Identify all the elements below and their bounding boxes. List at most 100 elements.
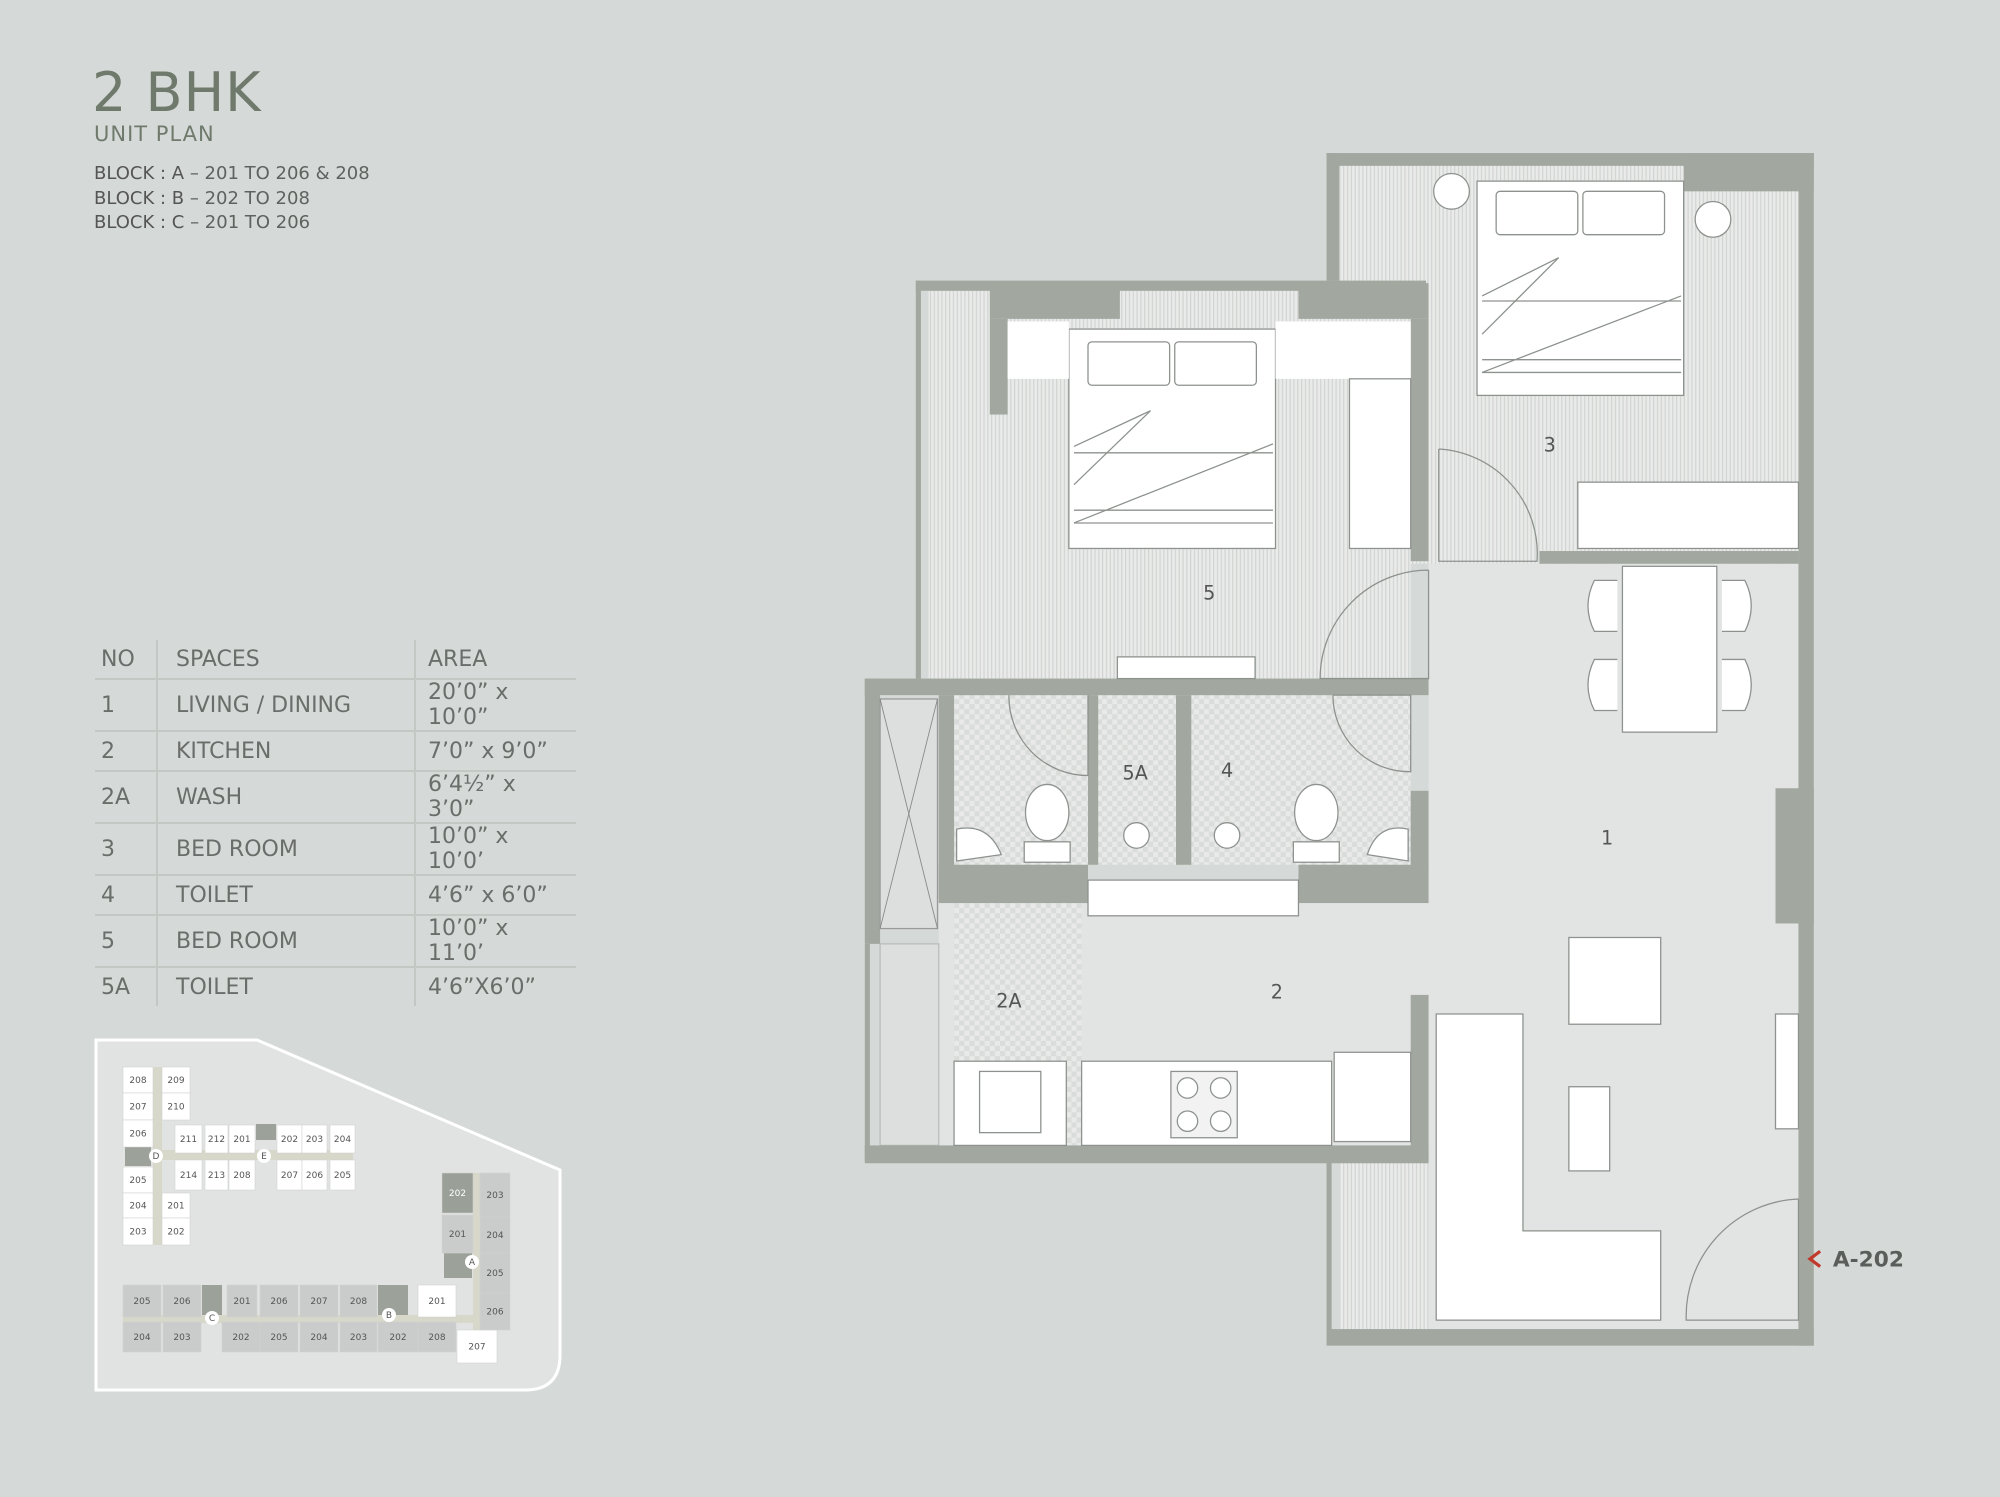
room-label-3: 3 [1544, 434, 1556, 457]
key-plan-unit-label: 206 [129, 1130, 146, 1140]
block-line-c: BLOCK : C – 201 TO 206 [94, 211, 370, 236]
key-plan-unit-label: 204 [334, 1135, 351, 1145]
key-plan-unit: 207 [456, 1329, 498, 1364]
key-plan-unit-shape [377, 1321, 419, 1353]
key-plan-unit-shape [329, 1159, 356, 1191]
key-plan-unit-shape [259, 1321, 299, 1353]
chair [1587, 658, 1618, 712]
tv [1774, 1013, 1800, 1130]
key-plan-unit-shape [301, 1159, 328, 1191]
key-plan-unit-label: 206 [173, 1297, 190, 1307]
core-label: C [209, 1314, 215, 1324]
pillow [1582, 190, 1666, 236]
block-units: – 201 TO 206 & 208 [184, 163, 370, 184]
key-plan-unit-label: 212 [208, 1135, 225, 1145]
key-plan-unit: 205 [259, 1321, 299, 1353]
cell-no: 5A [95, 967, 158, 1006]
key-plan-unit: 201 [226, 1284, 258, 1318]
key-plan-unit-label: 201 [233, 1297, 250, 1307]
key-plan-unit-label: 207 [468, 1343, 485, 1353]
desk [1577, 481, 1800, 550]
key-plan-unit-label: 208 [233, 1171, 250, 1181]
key-plan-unit: 207 [299, 1284, 339, 1318]
key-plan-unit-label: 205 [334, 1171, 351, 1181]
key-plan-unit-label: 205 [270, 1333, 287, 1343]
key-plan-unit-shape [161, 1066, 191, 1094]
key-plan-unit: 204 [329, 1124, 356, 1154]
unit-marker-label: A-202 [1833, 1248, 1904, 1273]
cell-area: 6’4½” x 3’0” [415, 771, 576, 824]
basin [1213, 822, 1241, 849]
key-plan-unit: 204 [122, 1192, 154, 1219]
key-plan-unit: 202 [276, 1124, 303, 1154]
block-line-b: BLOCK : B – 202 TO 208 [94, 187, 370, 212]
key-plan-unit-shape [204, 1124, 229, 1154]
key-plan-unit: 211 [174, 1124, 203, 1154]
key-plan-unit-shape [174, 1124, 203, 1154]
cell-space: TOILET [157, 967, 416, 1006]
pillow [1174, 341, 1258, 386]
key-plan-unit-label: 203 [486, 1191, 503, 1201]
cell-no: 1 [95, 679, 158, 732]
table-header-row: NO SPACES AREA [95, 640, 576, 680]
key-plan-unit: 208 [228, 1159, 256, 1191]
cell-no: 5 [95, 915, 158, 968]
key-plan-unit: 205 [122, 1284, 162, 1318]
header-no: NO [95, 640, 158, 680]
chair [1721, 579, 1752, 633]
armchair [1568, 936, 1662, 1025]
key-plan-unit-label: 204 [486, 1231, 503, 1241]
key-plan-unit: 207 [276, 1159, 303, 1191]
key-plan-unit: 205 [122, 1166, 154, 1194]
block-name: BLOCK : A [94, 163, 185, 184]
room-label-4: 4 [1221, 759, 1233, 782]
key-plan-unit-shape [479, 1216, 511, 1254]
cell-space: BED ROOM [157, 915, 416, 968]
key-plan-unit: 202 [441, 1172, 474, 1214]
floor-plan: 5 3 5A 4 1 2 2A A-202 [864, 153, 1904, 1346]
chevron-left-icon [1807, 1249, 1822, 1268]
core-marker [205, 1311, 219, 1325]
shaft-duct [879, 698, 939, 930]
key-plan-unit: 207 [122, 1092, 154, 1121]
key-plan-unit-label: 202 [281, 1135, 298, 1145]
key-plan-unit: 210 [161, 1092, 191, 1121]
key-plan-unit: 208 [339, 1284, 378, 1318]
key-plan-unit-shape [122, 1217, 154, 1246]
block-name: BLOCK : B [94, 187, 185, 209]
key-plan-unit: 203 [339, 1321, 378, 1353]
key-plan-unit-shape [228, 1124, 256, 1154]
core-marker [257, 1149, 271, 1163]
key-plan-unit-shape [417, 1284, 457, 1318]
core-label: E [261, 1152, 267, 1162]
block-units: – 202 TO 208 [184, 187, 310, 209]
key-plan-unit-label: 202 [389, 1333, 406, 1343]
key-plan-unit: 203 [479, 1172, 511, 1218]
core-label: D [153, 1152, 160, 1162]
key-plan-unit-label: 204 [129, 1202, 146, 1212]
key-plan-unit-shape [301, 1124, 328, 1154]
room-label-1: 1 [1601, 826, 1613, 849]
key-plan-unit-label: 203 [306, 1135, 323, 1145]
cell-space: LIVING / DINING [157, 679, 416, 732]
key-plan-unit-shape [122, 1092, 154, 1121]
key-plan-unit-shape [259, 1284, 299, 1318]
cell-no: 2 [95, 731, 158, 772]
corner-basin [1366, 827, 1409, 862]
key-plan-unit: 203 [162, 1321, 202, 1353]
key-plan-unit-label: 208 [129, 1076, 146, 1086]
key-plan-unit: 201 [161, 1192, 191, 1219]
cell-area: 10’0” x 11’0’ [415, 915, 576, 968]
cell-area: 10’0” x 10’0’ [415, 823, 576, 876]
key-plan-unit: 201 [417, 1284, 457, 1318]
key-plan-unit-shape [122, 1119, 154, 1148]
core-marker [149, 1149, 163, 1163]
nightstand [1433, 172, 1471, 210]
key-plan-unit-label: 209 [167, 1076, 184, 1086]
